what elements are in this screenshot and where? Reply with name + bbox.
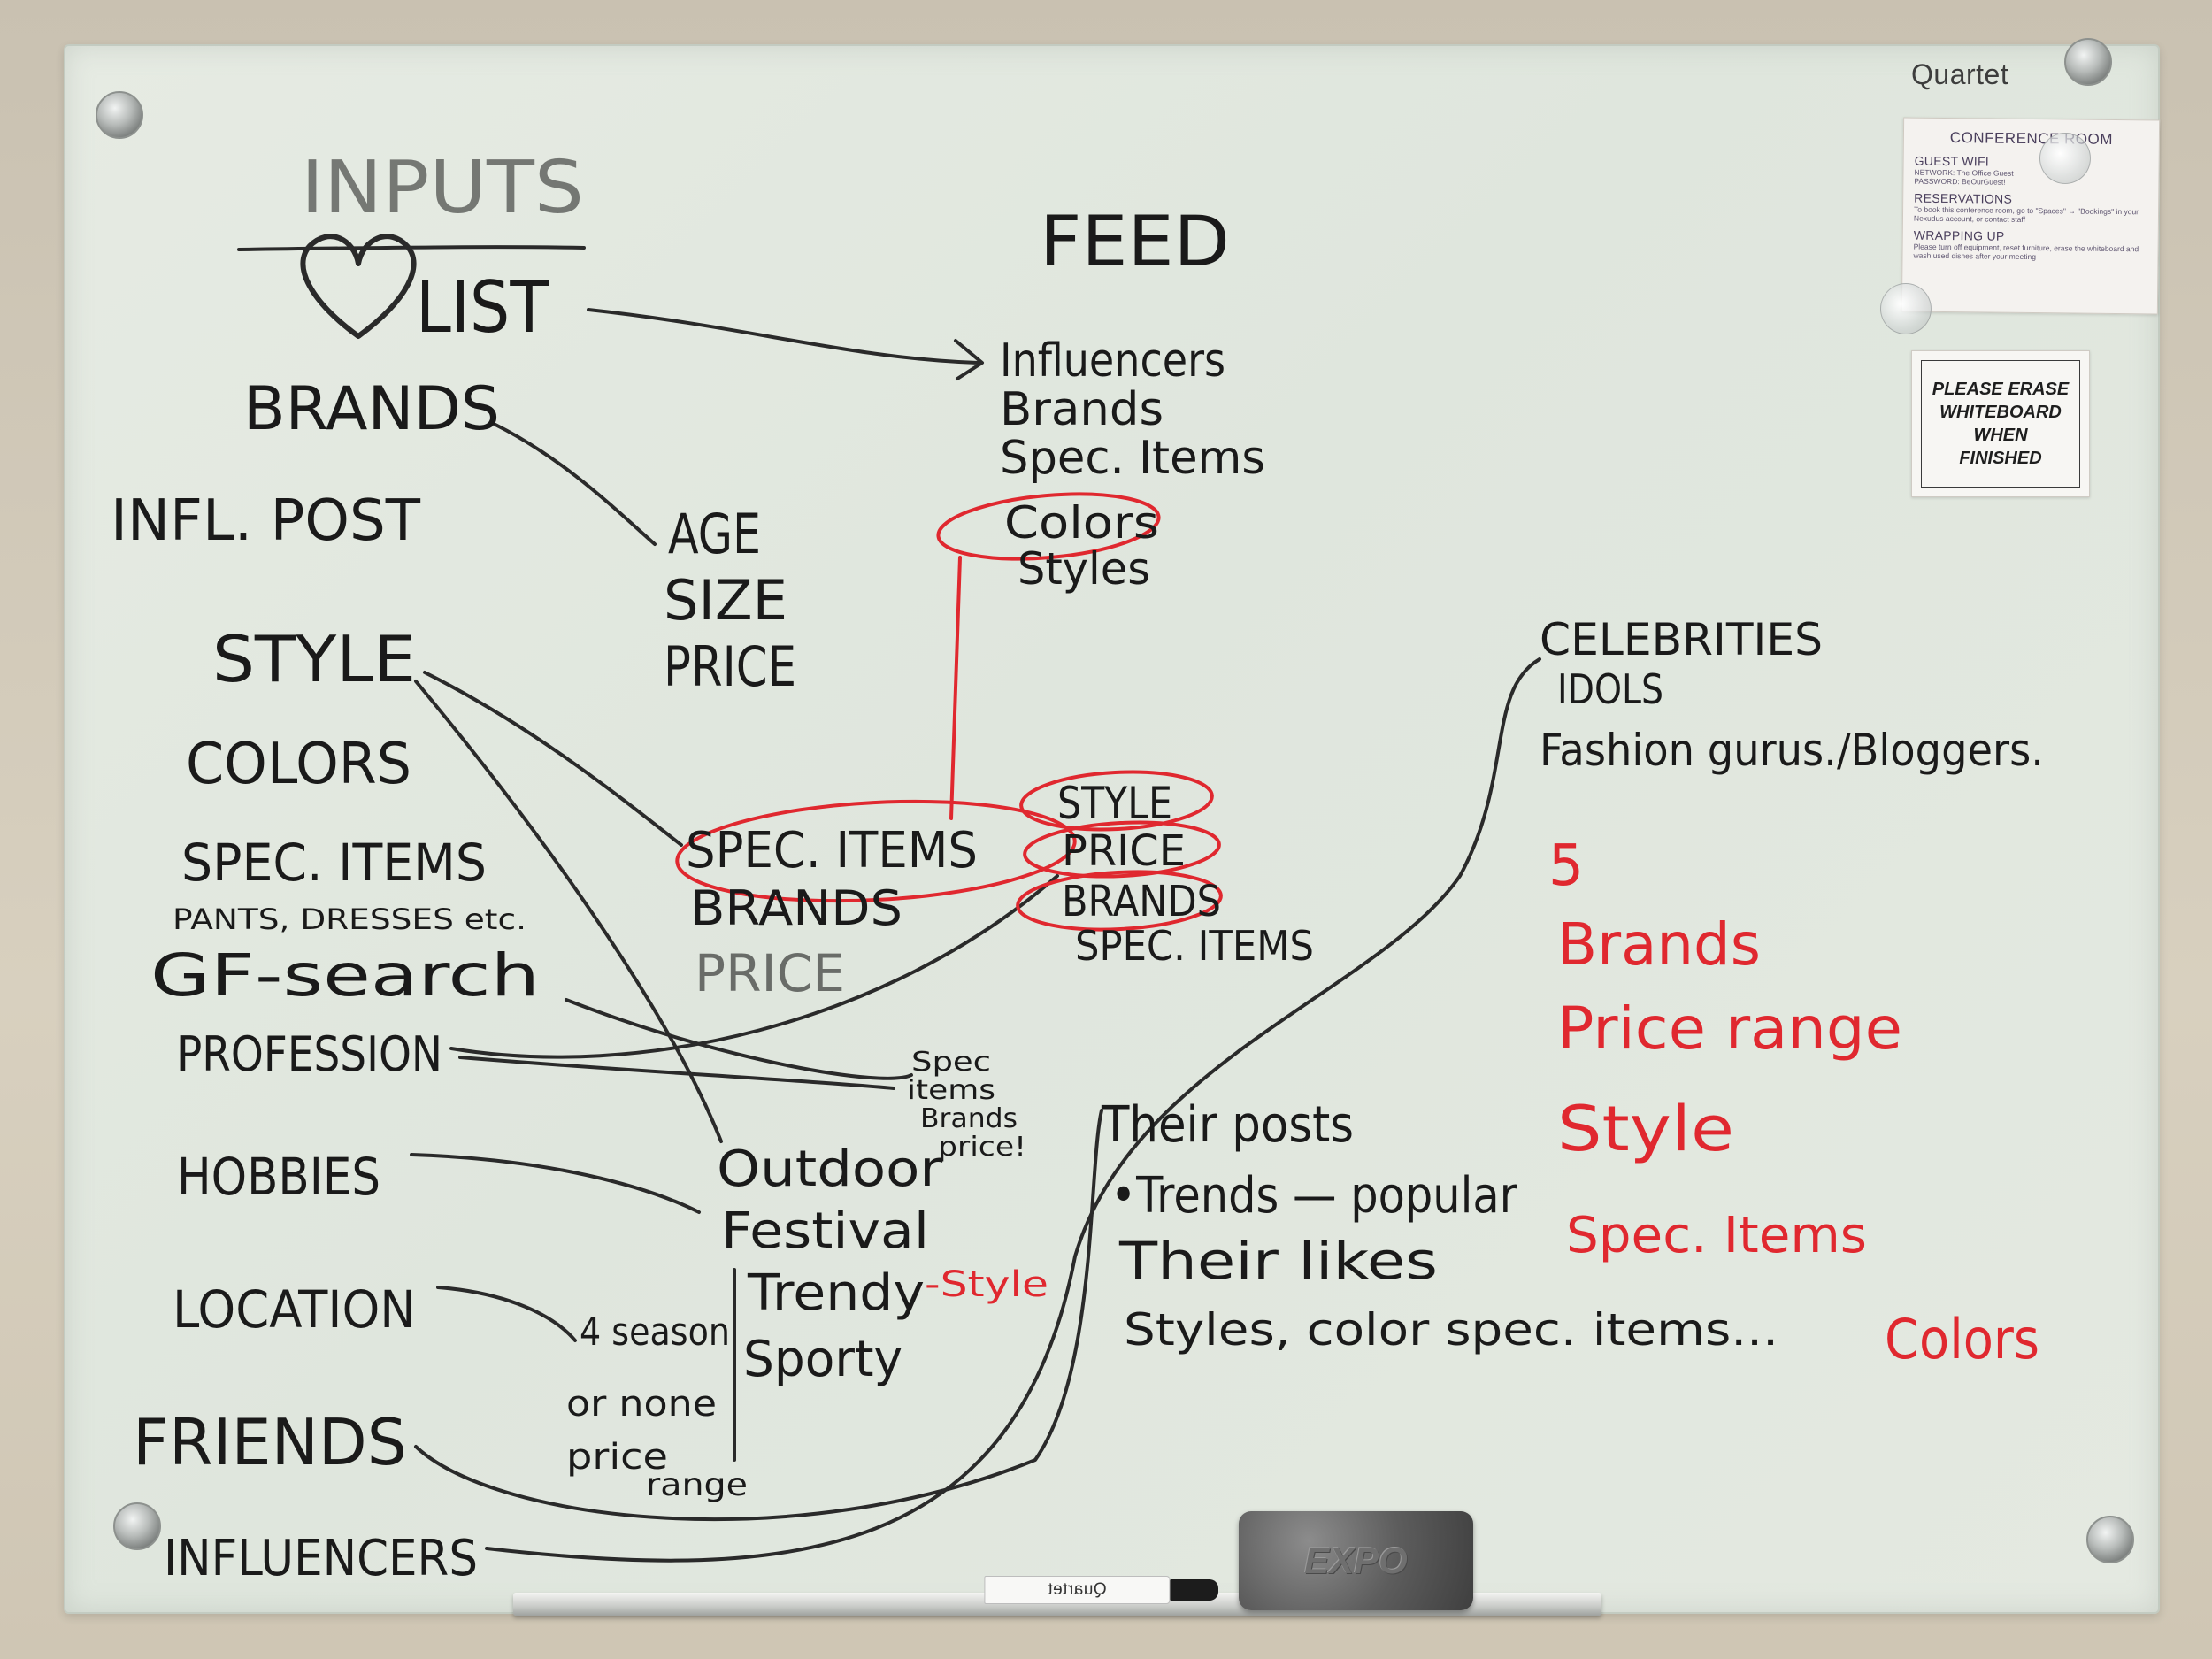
- inputs-underline: [237, 245, 586, 251]
- right-spec-items: SPEC. ITEMS: [1075, 922, 1314, 970]
- heading-feed: FEED: [1040, 203, 1230, 282]
- feed-item-styles: Styles: [1018, 543, 1150, 595]
- demo-size: SIZE: [664, 568, 787, 633]
- location-note-range: range: [646, 1467, 748, 1503]
- input-influencers: INFLUENCERS: [164, 1530, 478, 1587]
- red-list-spec-items: Spec. Items: [1566, 1207, 1867, 1264]
- red-list-colors: Colors: [1885, 1307, 2039, 1371]
- conf-reservations-text: To book this conference room, go to "Spa…: [1913, 204, 2139, 224]
- line-location-to-season: [436, 1286, 577, 1342]
- hobby-note-price: price!: [938, 1132, 1026, 1163]
- input-brands: BRANDS: [243, 374, 500, 444]
- input-friends: FRIENDS: [133, 1405, 407, 1479]
- right-price: PRICE: [1062, 826, 1186, 876]
- input-list: LIST: [416, 266, 549, 349]
- red-list-style: Style: [1557, 1093, 1734, 1165]
- marker-cap: [1170, 1579, 1218, 1601]
- input-style: STYLE: [212, 622, 416, 696]
- conference-room-card: CONFERENCE ROOM GUEST WIFI NETWORK: The …: [1901, 117, 2161, 315]
- input-profession: PROFESSION: [177, 1026, 442, 1082]
- red-list-price-range: Price range: [1557, 995, 1902, 1063]
- erase-whiteboard-sign: PLEASE ERASE WHITEBOARD WHEN FINISHED: [1911, 350, 2090, 497]
- marker-brand-label: Quartet: [984, 1576, 1171, 1604]
- posts-trends: •Trends — popular: [1110, 1167, 1518, 1225]
- line-gfsearch-to-spec: [565, 998, 913, 1080]
- hobby-trendy: Trendy: [747, 1264, 925, 1322]
- feed-item-colors: Colors: [1004, 497, 1159, 549]
- input-gf-search: GF-search: [150, 941, 540, 1010]
- feed-item-spec-items: Spec. Items: [1000, 432, 1265, 485]
- input-spec-items: SPEC. ITEMS: [181, 833, 487, 893]
- red-circle-brands: [1016, 870, 1223, 932]
- mount-bottom-left: [113, 1502, 161, 1550]
- line-brands-to-age: [494, 423, 657, 546]
- hobby-note-items: items: [907, 1075, 995, 1106]
- celeb-fashion-gurus: Fashion gurus./Bloggers.: [1540, 725, 2044, 776]
- conf-card-title: CONFERENCE ROOM: [1949, 129, 2114, 148]
- heading-inputs: INPUTS: [301, 146, 584, 230]
- red-circle-colors: [936, 492, 1161, 561]
- input-colors: COLORS: [186, 732, 411, 797]
- board-brand-logo: Quartet: [1911, 58, 2009, 90]
- location-note-or-none: or none: [566, 1384, 717, 1425]
- conf-wifi-password: PASSWORD: BeOurGuest!: [1914, 176, 2006, 187]
- red-list-brands: Brands: [1557, 910, 1761, 979]
- hobby-note-brands: Brands: [920, 1103, 1018, 1134]
- red-circle-price: [1023, 820, 1221, 879]
- dry-erase-marker[interactable]: Quartet: [984, 1576, 1218, 1604]
- suction-cup-bottom: [1880, 283, 1932, 334]
- posts-their-posts: Their posts: [1101, 1096, 1354, 1154]
- celeb-idols: IDOLS: [1557, 665, 1663, 713]
- right-style: STYLE: [1057, 778, 1172, 829]
- hobby-festival: Festival: [721, 1202, 929, 1260]
- line-style-to-spec: [423, 671, 683, 847]
- line-friends-to-posts: [414, 1109, 1103, 1522]
- input-location: LOCATION: [173, 1279, 416, 1340]
- eraser-brand-label: EXPO: [1304, 1540, 1408, 1581]
- line-hobbies-to-festival: [410, 1153, 701, 1214]
- posts-styles: Styles, color spec. items...: [1124, 1304, 1778, 1356]
- line-style-to-outdoor: [414, 680, 723, 1143]
- input-infl-post: INFL. POST: [111, 488, 421, 554]
- red-line-spec-to-colors: [949, 556, 962, 820]
- celeb-celebrities: CELEBRITIES: [1540, 614, 1823, 665]
- input-spec-items-note: PANTS, DRESSES etc.: [173, 902, 526, 936]
- hobby-note-spec: Spec: [911, 1047, 991, 1078]
- line-profession-to-note: [458, 1056, 895, 1090]
- demo-age: AGE: [668, 502, 761, 566]
- red-circle-style: [1019, 770, 1214, 832]
- feed-item-influencers: Influencers: [1000, 334, 1225, 388]
- mid-price: PRICE: [695, 943, 845, 1003]
- line-list-to-feed: [587, 308, 979, 365]
- location-note-price: price: [566, 1437, 668, 1478]
- erase-sign-text: PLEASE ERASE WHITEBOARD WHEN FINISHED: [1921, 360, 2080, 488]
- suction-cup-top: [2039, 133, 2091, 184]
- right-brands: BRANDS: [1062, 877, 1221, 926]
- location-note-season: 4 season: [580, 1310, 730, 1355]
- input-hobbies: HOBBIES: [177, 1147, 380, 1207]
- hobby-outdoor: Outdoor: [717, 1141, 943, 1198]
- mount-top-left: [96, 91, 143, 139]
- heart-icon: [300, 234, 417, 339]
- arrow-head-feed: [954, 339, 984, 380]
- feed-item-brands: Brands: [1000, 383, 1164, 436]
- line-influencers-to-celebrities: [485, 657, 1541, 1563]
- mid-brands: BRANDS: [690, 880, 902, 936]
- hobby-sporty: Sporty: [743, 1331, 902, 1388]
- red-circle-spec-items: [675, 799, 1077, 903]
- mount-top-right: [2064, 38, 2112, 86]
- mount-bottom-right: [2086, 1516, 2134, 1563]
- line-profession-to-brands: [449, 874, 1059, 1059]
- posts-their-likes: Their likes: [1118, 1231, 1438, 1291]
- mid-spec-items: SPEC. ITEMS: [686, 822, 978, 879]
- conf-wrapping-text: Please turn off equipment, reset furnitu…: [1913, 242, 2139, 262]
- hobby-trendy-suffix: -Style: [925, 1264, 1048, 1305]
- red-list-5: 5: [1548, 833, 1584, 899]
- whiteboard-eraser[interactable]: EXPO: [1239, 1511, 1473, 1610]
- demo-price: PRICE: [664, 634, 796, 699]
